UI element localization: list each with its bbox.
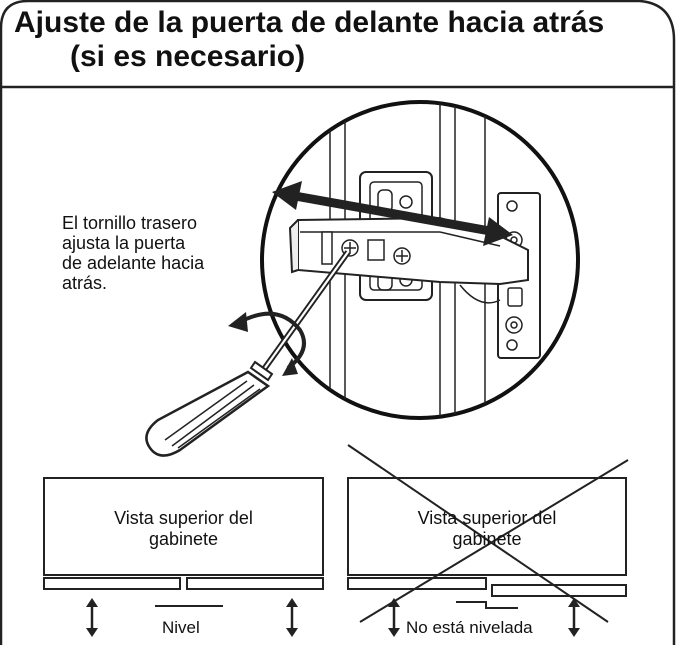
title-line-1: Ajuste de la puerta de delante hacia atr… [14,6,605,39]
caption-line: El tornillo trasero [62,213,198,233]
double-arrow-icon [272,181,513,246]
rotate-arrow-icon [228,311,306,376]
screwdriver-icon [145,250,351,457]
cross-out-icon [347,444,629,623]
vertical-arrow-icon [86,598,98,637]
caption-line: de adelante hacia [62,253,205,273]
left-door-right [186,577,324,590]
left-panel-label-line-1: Vista superior del [114,508,253,528]
right-panel-label-line-1: Vista superior del [417,508,557,528]
vertical-arrow-icon [568,598,580,637]
right-cabinet-box [347,477,627,576]
right-door-left [347,577,487,590]
right-panel-illustration [347,444,629,637]
title-line-2: (si es necesario) [70,40,306,73]
left-cabinet-box [43,477,324,576]
right-panel-label: Vista superior del gabinete [348,508,626,550]
level-label: Nivel [162,618,200,637]
right-door-right [491,584,627,597]
vertical-arrow-icon [286,598,298,637]
not-level-label: No está nivelada [406,618,533,637]
caption-line: atrás. [62,273,108,293]
left-door-left [43,577,181,590]
left-panel-label: Vista superior del gabinete [44,508,323,550]
vertical-arrow-icon [388,598,400,637]
screw-caption: El tornillo trasero ajusta la puerta de … [62,213,262,293]
hinge-magnifier [260,100,580,420]
page-title: Ajuste de la puerta de delante hacia atr… [14,6,604,74]
uneven-line [456,601,518,609]
left-panel-illustration [43,477,324,637]
right-panel-label-line-2: gabinete [452,529,522,549]
left-panel-label-line-2: gabinete [148,529,219,549]
caption-line: ajusta la puerta [62,233,186,253]
